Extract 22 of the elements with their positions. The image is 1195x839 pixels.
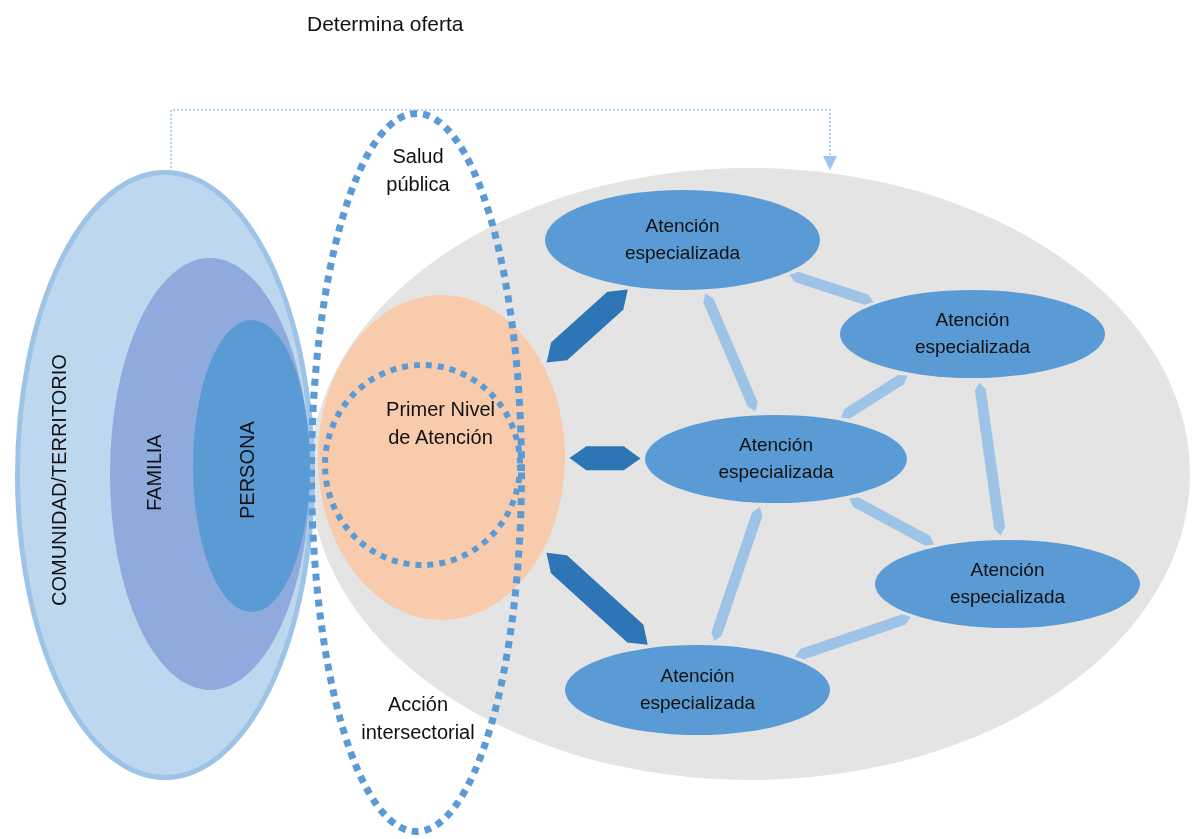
- double-arrow: [849, 497, 935, 546]
- node-label: COMUNIDAD/TERRITORIO: [47, 353, 71, 608]
- node-label: Atención especializada: [948, 558, 1067, 609]
- node-label: Atención especializada: [913, 308, 1032, 359]
- node-label: Atención especializada: [638, 664, 757, 715]
- node-label: FAMILIA: [142, 433, 166, 514]
- double-arrow: [789, 271, 874, 305]
- double-arrow: [546, 552, 648, 645]
- node-label: Acción intersectorial: [360, 692, 476, 745]
- node-label: Atención especializada: [623, 214, 742, 265]
- double-arrow: [711, 507, 763, 642]
- node-label: Primer Nivel de Atención: [385, 397, 496, 450]
- double-arrow: [974, 382, 1006, 536]
- double-arrow: [569, 446, 641, 471]
- double-arrow: [840, 374, 908, 419]
- node-label: Atención especializada: [717, 433, 835, 484]
- double-arrow: [546, 289, 628, 363]
- node-label: PERSONA: [235, 420, 259, 521]
- double-arrow: [795, 614, 911, 660]
- dotted-arrow: [170, 109, 837, 173]
- node-label: Salud pública: [385, 144, 451, 197]
- double-arrow: [703, 293, 758, 412]
